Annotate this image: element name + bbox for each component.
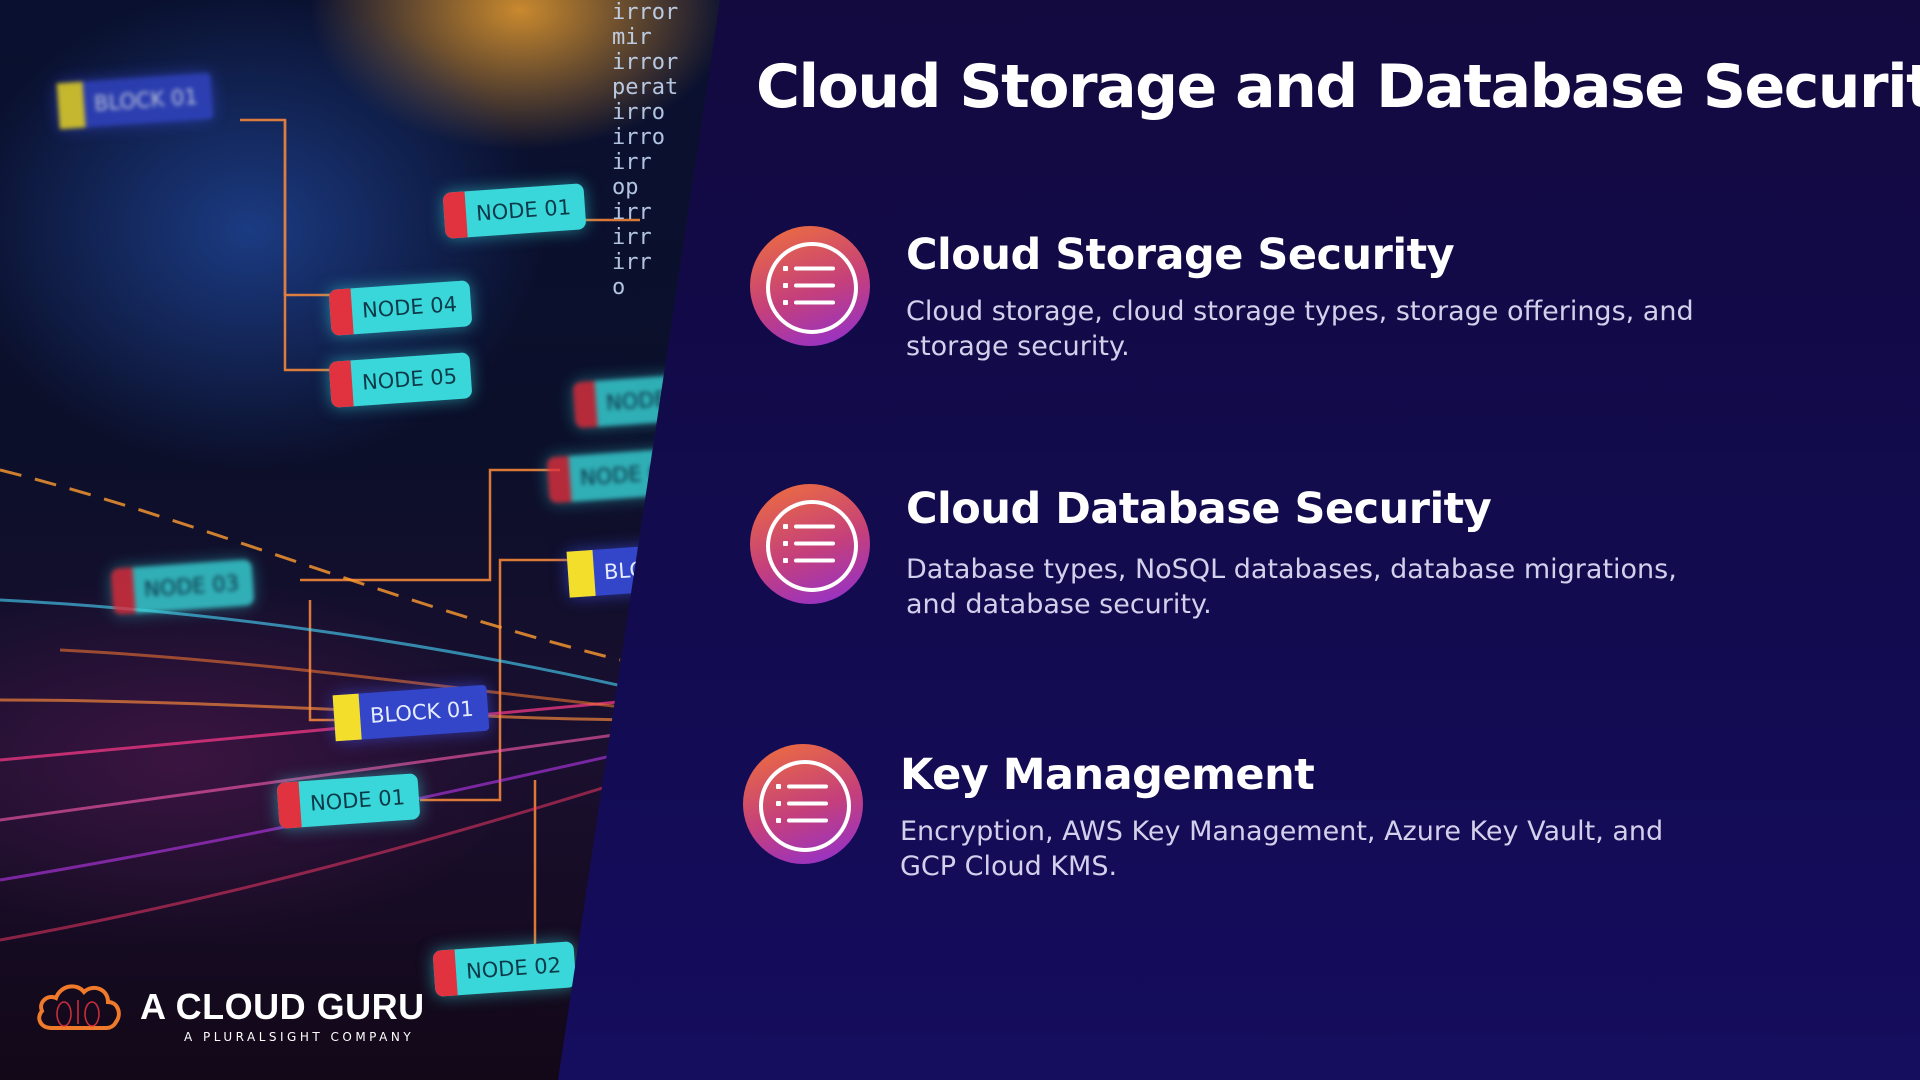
- node-tag: NODE 0: [572, 373, 704, 429]
- code-line: irr: [612, 250, 652, 275]
- topic-description: Encryption, AWS Key Management, Azure Ke…: [900, 816, 1664, 882]
- logo-name: A CLOUD GURU: [140, 986, 425, 1027]
- topic-description: Database types, NoSQL databases, databas…: [906, 554, 1677, 620]
- topic-item: Cloud Storage Security Cloud storage, cl…: [750, 226, 1750, 366]
- code-line: irro: [612, 100, 665, 125]
- code-line: o: [612, 275, 626, 300]
- logo-tagline: A PLURALSIGHT COMPANY: [184, 1030, 415, 1044]
- list-icon: [783, 266, 835, 305]
- code-line: irror: [612, 50, 679, 75]
- code-line: perat: [612, 75, 679, 100]
- topic-item: Key Management Encryption, AWS Key Manag…: [743, 744, 1743, 884]
- badge-ring: [759, 760, 851, 852]
- cloud-logo-icon: [37, 984, 121, 1030]
- brand-logo: A CLOUD GURU A PLURALSIGHT COMPANY: [34, 978, 454, 1044]
- code-column: irror mir irror perat irro irro irr op i…: [612, 0, 720, 300]
- code-line: irr: [612, 150, 652, 175]
- topic-item: Cloud Database Security Database types, …: [750, 484, 1750, 624]
- code-line: irr: [612, 225, 652, 250]
- code-line: irro: [612, 125, 665, 150]
- topic-title: Key Management: [900, 750, 1315, 800]
- topic-badge: [750, 484, 870, 604]
- node-tag: NODE 0: [546, 448, 678, 504]
- code-line: irr: [612, 200, 652, 225]
- slide-title: Cloud Storage and Database Security: [756, 52, 1920, 122]
- block-tag: BLOC: [566, 544, 677, 598]
- node-tag: NODE 01: [276, 773, 421, 829]
- list-icon: [776, 784, 828, 823]
- topic-badge: [743, 744, 863, 864]
- node-tag: NODE 01: [442, 183, 587, 239]
- topic-badge: [750, 226, 870, 346]
- code-line: mir: [612, 25, 652, 50]
- code-line: irror: [612, 0, 679, 25]
- node-tag: NODE 05: [328, 352, 473, 408]
- network-illustration: irror mir irror perat irro irro irr op i…: [0, 0, 720, 1080]
- badge-ring: [766, 242, 858, 334]
- topic-title: Cloud Storage Security: [906, 230, 1455, 280]
- topic-description: Cloud storage, cloud storage types, stor…: [906, 296, 1694, 362]
- topic-title: Cloud Database Security: [906, 484, 1492, 534]
- badge-ring: [766, 500, 858, 592]
- code-line: op: [612, 175, 639, 200]
- list-icon: [783, 524, 835, 563]
- node-tag: NODE 03: [110, 559, 255, 615]
- node-tag: NODE 04: [328, 280, 473, 336]
- node-tag: NODE 02: [432, 941, 577, 997]
